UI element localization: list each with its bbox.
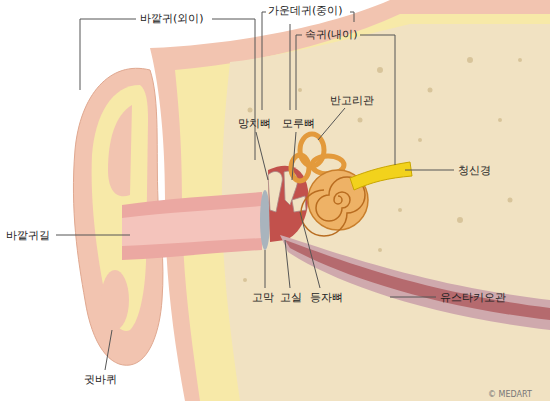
section-label: 속귀(내이) [305, 28, 358, 41]
watermark: © MEDART [488, 388, 532, 401]
part-label: 반고리관 [330, 94, 374, 107]
section-label: 바깥귀(외이) [140, 12, 204, 25]
part-label: 고막 [252, 291, 274, 304]
part-label: 바깥귀길 [6, 229, 50, 242]
part-label: 유스타키오관 [440, 291, 506, 304]
part-label: 청신경 [458, 164, 491, 177]
part-label: 모루뼈 [282, 117, 315, 130]
part-label: 고실 [280, 291, 302, 304]
part-label: 등자뼈 [310, 291, 343, 304]
part-label: 망치뼈 [238, 117, 271, 130]
part-label: 귓바퀴 [84, 373, 117, 386]
section-label: 가운데귀(중이) [268, 4, 343, 17]
